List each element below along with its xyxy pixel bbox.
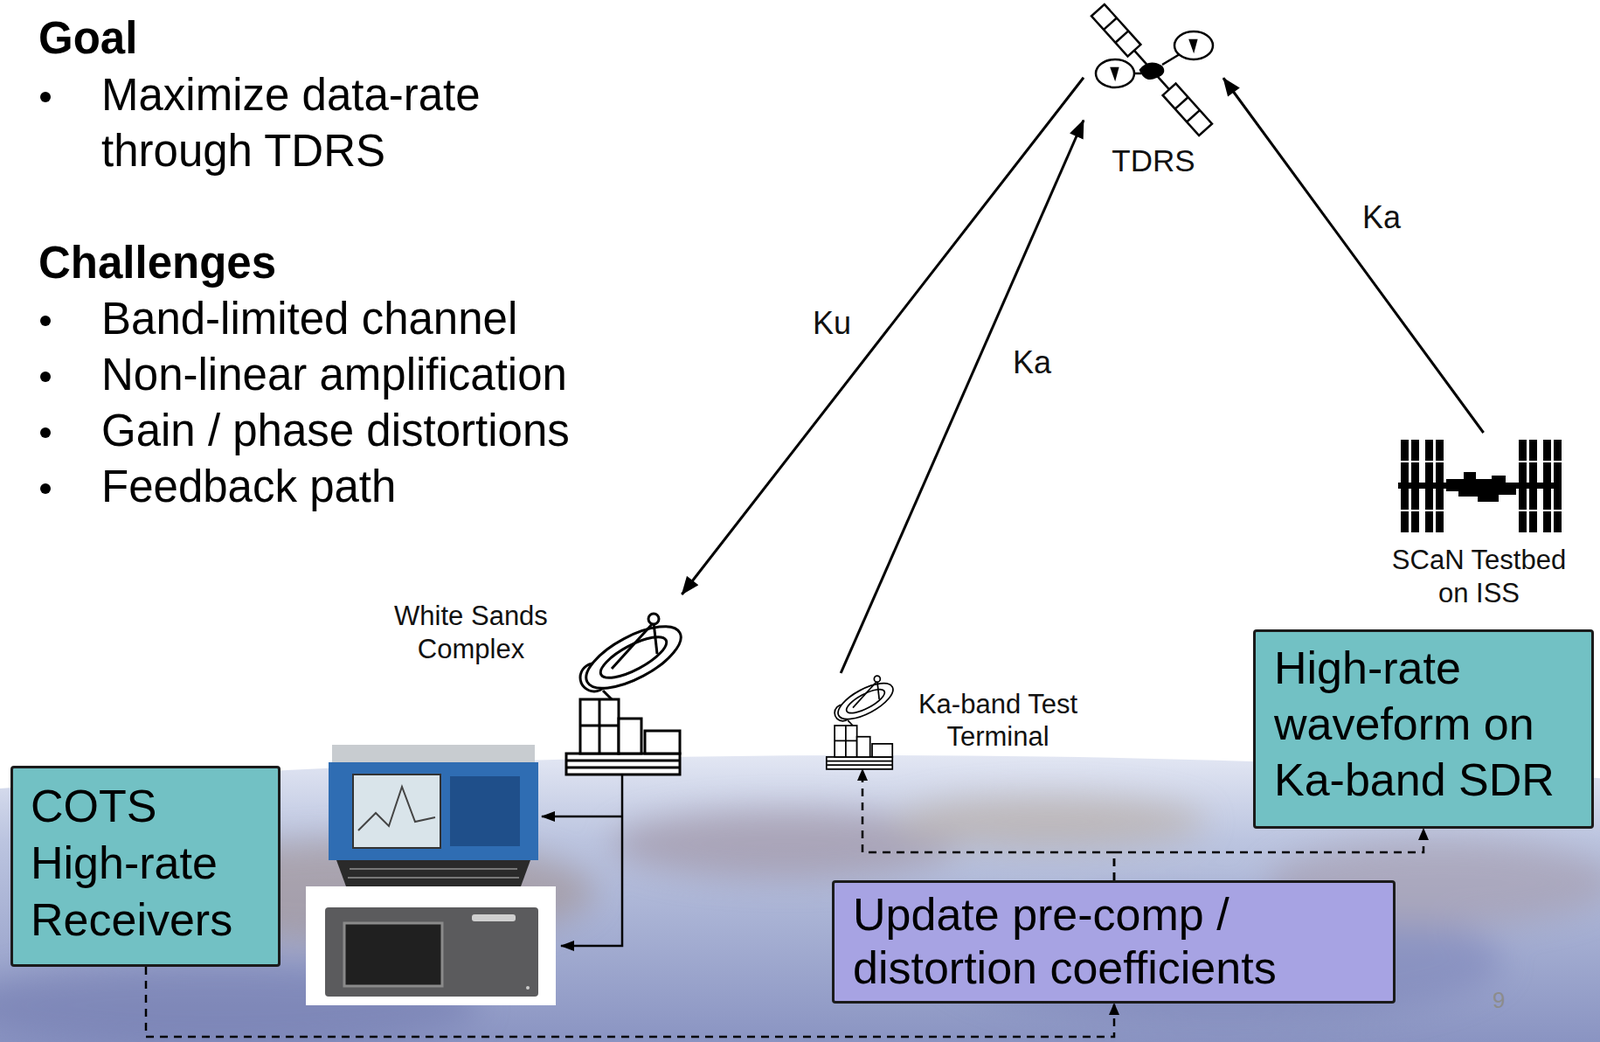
band-label: Ka <box>1358 199 1405 236</box>
earth-background <box>891 795 1206 848</box>
bullet-text: Non-linear amplification <box>101 346 568 403</box>
feed-wires <box>561 774 623 946</box>
iss-station <box>1398 439 1565 533</box>
iss-testbed-node: SCaN Testbed on ISS <box>1385 432 1573 617</box>
edge-label-anchor: Ka <box>1009 344 1055 381</box>
sdr-box: High-rate waveform on Ka-band SDR <box>1253 629 1594 829</box>
receiver-equipment <box>328 761 539 860</box>
section-heading: Challenges <box>38 235 277 291</box>
bullet-dots <box>40 91 51 103</box>
band-label: Ka <box>1009 344 1055 381</box>
icon-caption: TDRS <box>1083 143 1224 179</box>
receiver-equipment <box>325 907 539 997</box>
iss-station <box>1446 471 1517 502</box>
label-anchor: Gain / phase distortions <box>101 402 570 459</box>
box-text: COTS High-rate Receivers <box>30 777 261 949</box>
bullet-dots <box>40 315 51 326</box>
tdrs-satellite <box>1103 18 1117 30</box>
iss-station <box>1398 461 1565 511</box>
tdrs-satellite <box>1175 96 1189 109</box>
ground-station-node: White Sands Complex <box>375 594 691 778</box>
bullet-dots <box>40 483 51 494</box>
tdrs-satellite <box>1190 40 1197 50</box>
feed-wires <box>541 774 623 946</box>
receiver-equipment <box>526 985 530 990</box>
receiver-equipment <box>347 876 520 879</box>
tdrs-satellite <box>1140 63 1164 79</box>
iss-station <box>1398 460 1447 463</box>
receiver-equipment <box>358 786 436 831</box>
label-anchor: Maximize data-rate through TDRS <box>101 67 513 180</box>
receiver-equipment <box>332 744 535 764</box>
ground-antenna <box>566 613 690 775</box>
receiver-box: COTS High-rate Receivers <box>10 765 281 967</box>
icon-caption: SCaN Testbed on ISS <box>1385 543 1573 610</box>
receiver-equipment <box>347 868 520 878</box>
ground-antenna <box>566 613 690 775</box>
receiver-equipment <box>471 914 516 922</box>
tdrs-satellite <box>1111 68 1118 78</box>
box-text: High-rate waveform on Ka-band SDR <box>1274 640 1573 809</box>
tdrs-satellite <box>1095 59 1135 88</box>
edge-label-anchor: Ku <box>809 304 855 342</box>
update-box: Update pre-comp / distortion coefficient… <box>831 879 1396 1004</box>
band-label: Ku <box>809 304 855 342</box>
label-anchor: Goal <box>38 10 138 67</box>
feedback-arrow <box>862 768 1115 880</box>
bullet-text: Maximize data-rate through TDRS <box>101 67 513 180</box>
feed-wires <box>541 815 623 818</box>
receiver-equipment <box>305 886 556 1005</box>
tdrs-satellite <box>1174 31 1213 60</box>
test-terminal-node: Ka-band Test Terminal <box>821 672 1088 769</box>
tdrs-satellite <box>1134 50 1170 91</box>
tdrs-satellite <box>1186 110 1200 122</box>
section-heading: Goal <box>38 10 138 67</box>
box-text: Update pre-comp / distortion coefficient… <box>852 887 1375 996</box>
bullet-text: Band-limited channel <box>101 290 518 347</box>
test-terminal-antenna <box>826 675 899 769</box>
receiver-equipment <box>353 774 441 848</box>
iss-station <box>1398 509 1447 512</box>
bullet-text: Feedback path <box>101 458 396 515</box>
edge-label-anchor: Ka <box>1358 199 1405 236</box>
iss-station <box>1516 509 1565 512</box>
receiver-equipment <box>328 744 539 887</box>
test-terminal-antenna <box>826 675 899 769</box>
receiver-equipment <box>450 775 520 846</box>
label-anchor: Non-linear amplification <box>101 346 568 403</box>
icon-caption: Ka-band Test Terminal <box>911 687 1085 753</box>
tdrs-satellite <box>1091 4 1213 136</box>
receiver-equipment <box>349 867 518 870</box>
icon-caption: White Sands Complex <box>383 599 559 666</box>
satellite-node: TDRS <box>1083 1 1224 184</box>
tdrs-satellite <box>1115 30 1129 42</box>
ka-uplink-arrow <box>840 119 1084 673</box>
bullet-dots <box>40 371 51 382</box>
receiver-equipment <box>344 922 443 986</box>
tdrs-satellite <box>1091 4 1213 136</box>
label-anchor: Band-limited channel <box>101 290 518 347</box>
receiver-equipment <box>305 886 556 1005</box>
iss-station <box>1516 460 1565 463</box>
tdrs-satellite <box>1162 54 1180 65</box>
bullet-dots <box>40 91 51 494</box>
page-number: 9 <box>1492 985 1505 1014</box>
bullet-dots <box>40 427 51 438</box>
receiver-equipment <box>336 859 531 887</box>
tdrs-satellite <box>1091 4 1141 56</box>
label-anchor: Feedback path <box>101 458 396 515</box>
feedback-arrow <box>1114 828 1424 880</box>
label-anchor: Challenges <box>38 235 277 291</box>
tdrs-satellite <box>1163 83 1213 136</box>
ka-uplink-arrow <box>1223 77 1484 433</box>
bullet-text: Gain / phase distortions <box>101 402 570 459</box>
ku-downlink-arrow <box>681 77 1084 595</box>
label-anchor: 9 <box>1492 985 1505 1014</box>
